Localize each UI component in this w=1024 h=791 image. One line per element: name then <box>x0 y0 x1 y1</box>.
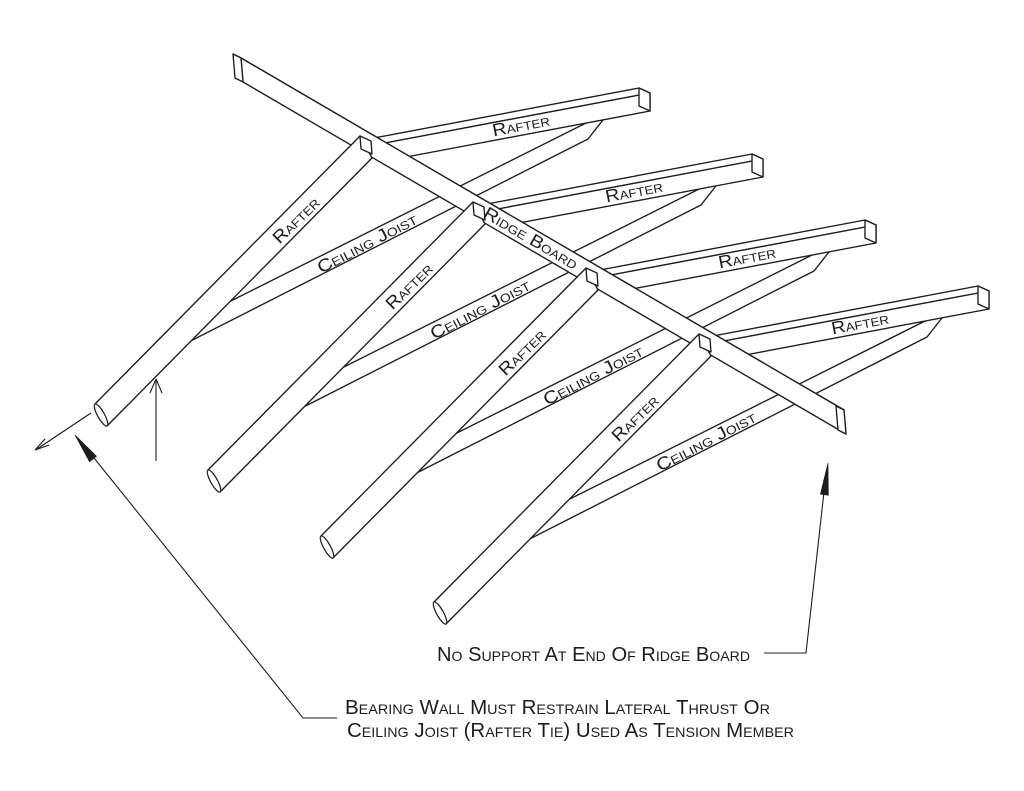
rafter-near-apex-face <box>472 201 486 221</box>
rafter-near-apex-face <box>698 333 712 353</box>
thrust-arrowhead-wing-2 <box>34 438 46 451</box>
annotations: No Support At End Of Ridge BoardBearing … <box>34 378 829 742</box>
annotation-bearing-wall-line1: Bearing Wall Must Restrain Lateral Thrus… <box>345 697 770 719</box>
leader-no-support <box>764 473 827 654</box>
rafter-far-end-face <box>638 87 651 112</box>
rafter-near-eave-cut <box>319 535 335 559</box>
arrowhead-no-support <box>820 462 829 496</box>
support-arrowhead-wing-2 <box>155 378 163 394</box>
rafter-far-end-face <box>751 153 764 178</box>
thrust-arrowhead-wing-1 <box>34 444 50 451</box>
ridge-end-face-right <box>835 405 847 435</box>
support-arrowhead-wing-1 <box>149 378 157 394</box>
rafter-near-3 <box>319 267 599 559</box>
near-rafters <box>93 135 712 625</box>
leader-bearing-wall <box>89 452 337 719</box>
ceiling-joists <box>164 110 950 553</box>
rafter-near-eave-cut <box>206 469 222 493</box>
annotation-no-support: No Support At End Of Ridge Board <box>437 644 750 666</box>
rafter-near-eave-cut <box>432 601 448 625</box>
rafter-near-apex-face <box>359 135 373 155</box>
arrowhead-bearing-wall <box>74 434 97 463</box>
rafter-far-end-face <box>977 285 990 310</box>
annotation-bearing-wall-line2: Ceiling Joist (Rafter Tie) Used As Tensi… <box>347 720 794 742</box>
rafter-near-1 <box>93 135 373 427</box>
ridge-end-face-left <box>232 53 244 83</box>
rafter-far-end-face <box>864 219 877 244</box>
rafter-near-4 <box>432 333 712 625</box>
thrust-arrow-line <box>36 412 92 450</box>
rafter-near-2 <box>206 201 486 493</box>
rafter-near-eave-cut <box>93 403 109 427</box>
rafter-near-apex-face <box>585 267 599 287</box>
far-rafters <box>373 87 990 360</box>
